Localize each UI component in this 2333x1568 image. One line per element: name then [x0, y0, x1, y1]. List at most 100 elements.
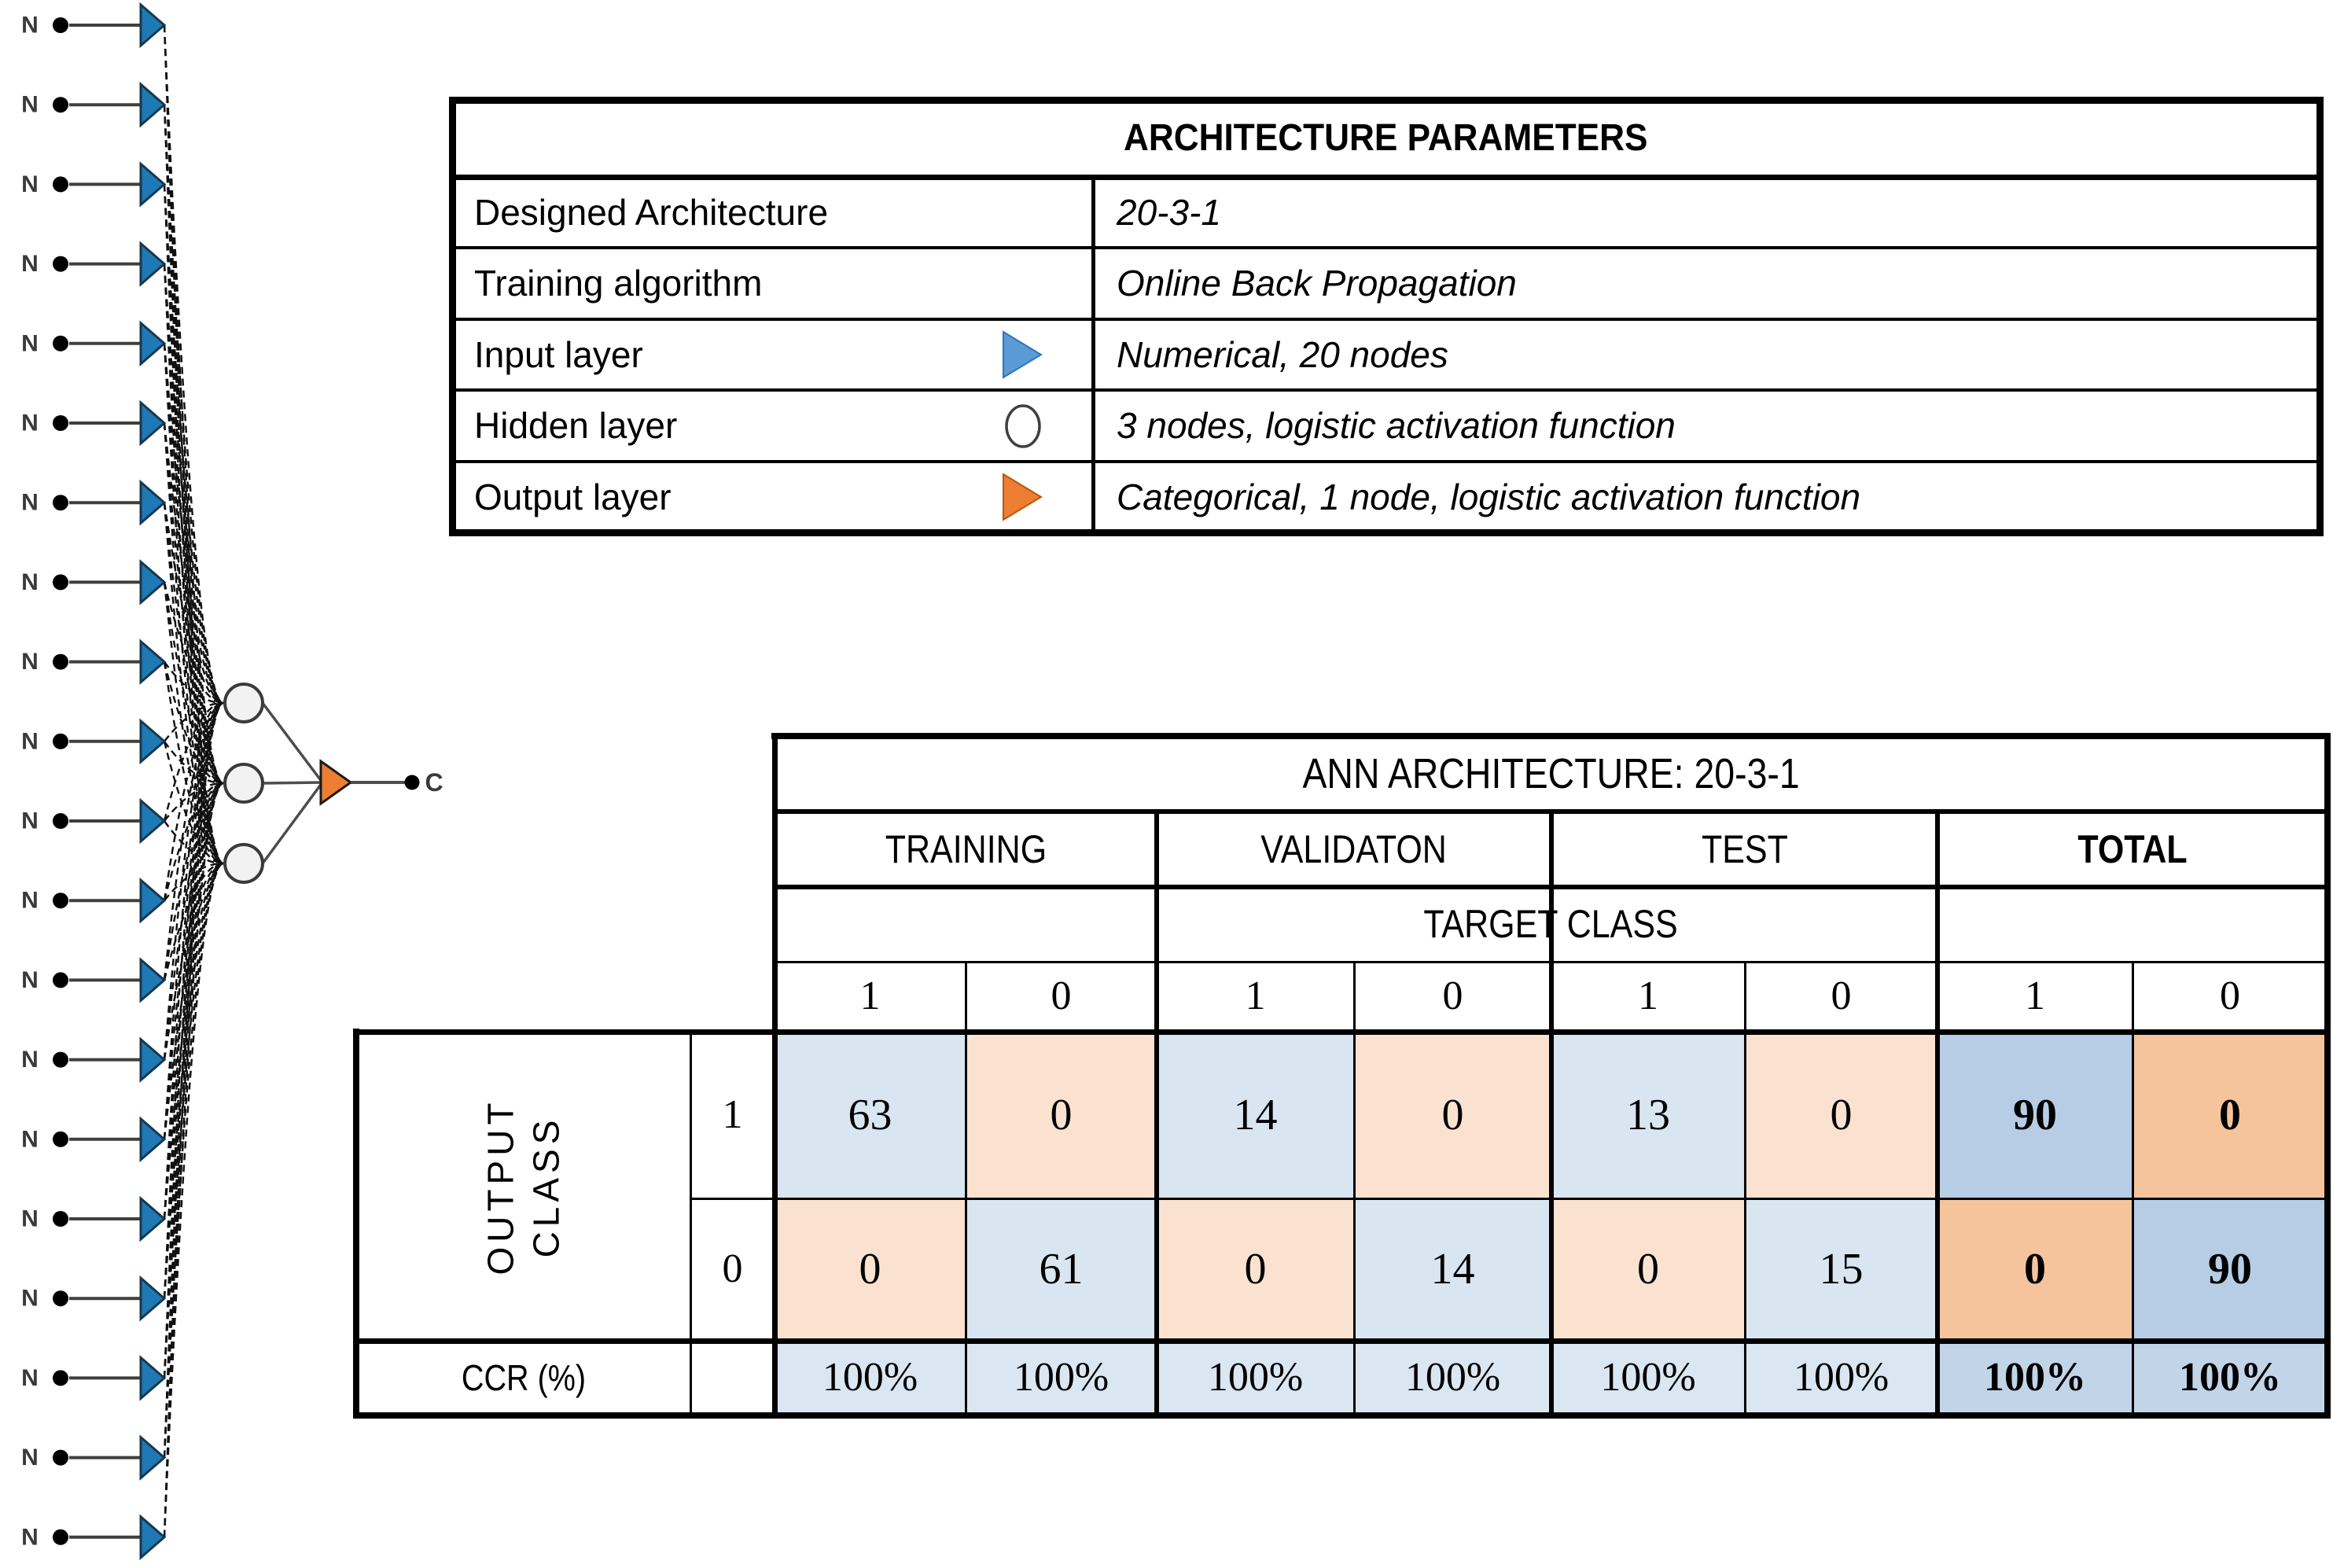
input-node-dot — [53, 653, 68, 670]
table-border-line — [1935, 809, 1940, 1418]
matrix-cell: 14 — [1354, 1198, 1551, 1341]
input-node-label: N — [21, 410, 39, 436]
input-hidden-connection — [163, 782, 224, 1299]
input-node-label: N — [21, 13, 39, 39]
param-row-label: Input layer — [474, 333, 643, 375]
input-layer-triangle-icon — [999, 329, 1047, 381]
input-node-dot — [53, 1131, 68, 1147]
input-node-triangle — [139, 479, 167, 526]
table-border-line — [2316, 96, 2324, 536]
output-layer-triangle-icon — [1003, 473, 1043, 521]
input-hidden-connection — [163, 782, 224, 981]
input-hidden-connection — [164, 862, 224, 901]
matrix-cell: 0 — [1551, 1198, 1745, 1341]
target-class-value: 0 — [1442, 974, 1463, 1019]
architecture-parameters-title: ARCHITECTURE PARAMETERS — [452, 100, 2320, 177]
group-header-test: TEST — [1551, 812, 1937, 887]
param-row-value: Categorical, 1 node, logistic activation… — [1117, 476, 1861, 517]
table-border-line — [1352, 960, 1356, 1417]
results-table-title-text: ANN ARCHITECTURE: 20-3-1 — [1302, 749, 1800, 797]
target-class-value: 0 — [2220, 974, 2240, 1019]
ccr-value-cell: 100% — [775, 1341, 966, 1415]
input-node-label: N — [21, 490, 39, 516]
input-node-triangle — [139, 1116, 167, 1163]
ccr-value-cell: 100% — [966, 1341, 1157, 1415]
input-node-triangle — [139, 241, 167, 287]
table-border-line — [353, 1029, 359, 1419]
ccr-label-text: CCR (%) — [461, 1357, 586, 1399]
input-hidden-connection — [163, 343, 224, 705]
table-border-line — [448, 528, 2324, 536]
input-node-label: N — [21, 569, 39, 595]
table-border-line — [449, 174, 2323, 180]
input-hidden-connection — [163, 184, 224, 705]
table-border-line — [2324, 733, 2331, 1419]
matrix-cell: 0 — [2132, 1032, 2327, 1198]
results-table-title: ANN ARCHITECTURE: 20-3-1 — [775, 736, 2327, 812]
input-node-dot — [53, 813, 68, 829]
matrix-cell: 13 — [1551, 1032, 1745, 1198]
input-node-triangle — [139, 81, 167, 128]
input-node-dot — [53, 415, 68, 431]
input-hidden-connection — [163, 741, 224, 865]
group-header-training: TRAINING — [775, 812, 1157, 887]
input-node-label: N — [21, 888, 39, 914]
input-node-triangle — [139, 797, 167, 845]
input-hidden-connection — [163, 862, 224, 1537]
input-node-label: N — [21, 1286, 39, 1312]
table-border-line — [2131, 960, 2134, 1417]
input-node-label: N — [21, 808, 39, 834]
input-node-dot — [53, 176, 68, 193]
table-border-line — [353, 1412, 2331, 1419]
table-border-line — [451, 460, 2321, 463]
input-hidden-connection — [163, 105, 224, 705]
group-header-validaton: VALIDATON — [1157, 812, 1551, 887]
ccr-value-cell: 100% — [1354, 1341, 1551, 1415]
ccr-value-cell: 100% — [1937, 1341, 2132, 1415]
target-class-value: 1 — [859, 974, 881, 1019]
table-border-line — [451, 246, 2321, 249]
hidden-node-circle — [223, 683, 264, 723]
input-hidden-connection — [163, 661, 224, 785]
input-node-dot — [53, 495, 68, 511]
matrix-cell: 0 — [1745, 1032, 1937, 1198]
output-class-row-label: 0 — [722, 1246, 743, 1292]
input-hidden-connection — [163, 701, 224, 1537]
input-hidden-connection — [163, 701, 224, 1299]
hidden-output-connection — [262, 781, 323, 785]
input-node-label: N — [21, 967, 39, 993]
input-hidden-connection — [163, 263, 224, 705]
input-hidden-connection — [163, 701, 224, 1378]
matrix-cell: 90 — [2132, 1198, 2327, 1341]
input-hidden-connection — [163, 782, 224, 901]
input-node-label: N — [21, 1445, 39, 1470]
output-class-line1: OUTPUT — [480, 1097, 521, 1275]
param-row-value: Numerical, 20 nodes — [1117, 333, 1448, 375]
input-node-dot — [53, 972, 68, 988]
table-border-line — [451, 388, 2321, 392]
input-node-triangle — [139, 399, 167, 447]
ccr-value-cell: 100% — [1157, 1341, 1354, 1415]
input-hidden-connection — [163, 24, 224, 785]
group-header-text: TOTAL — [2077, 826, 2188, 871]
input-hidden-connection — [163, 782, 224, 1537]
input-hidden-connection — [163, 701, 224, 822]
input-node-label: N — [21, 1365, 39, 1391]
param-row-label: Training algorithm — [474, 263, 763, 304]
hidden-node-circle — [223, 843, 264, 884]
matrix-cell: 0 — [1157, 1198, 1354, 1341]
input-node-dot — [53, 733, 68, 749]
input-hidden-connection — [163, 661, 224, 865]
input-node-label: N — [21, 1126, 39, 1152]
input-node-triangle — [139, 1434, 167, 1481]
hidden-output-connection — [261, 781, 324, 865]
input-node-triangle — [139, 1355, 167, 1401]
input-node-label: N — [21, 251, 39, 277]
param-row-label: Output layer — [474, 476, 672, 517]
output-class-line2: CLASS — [524, 1115, 566, 1257]
hidden-node-circle — [223, 763, 264, 804]
output-class-row-label: 1 — [722, 1091, 743, 1137]
